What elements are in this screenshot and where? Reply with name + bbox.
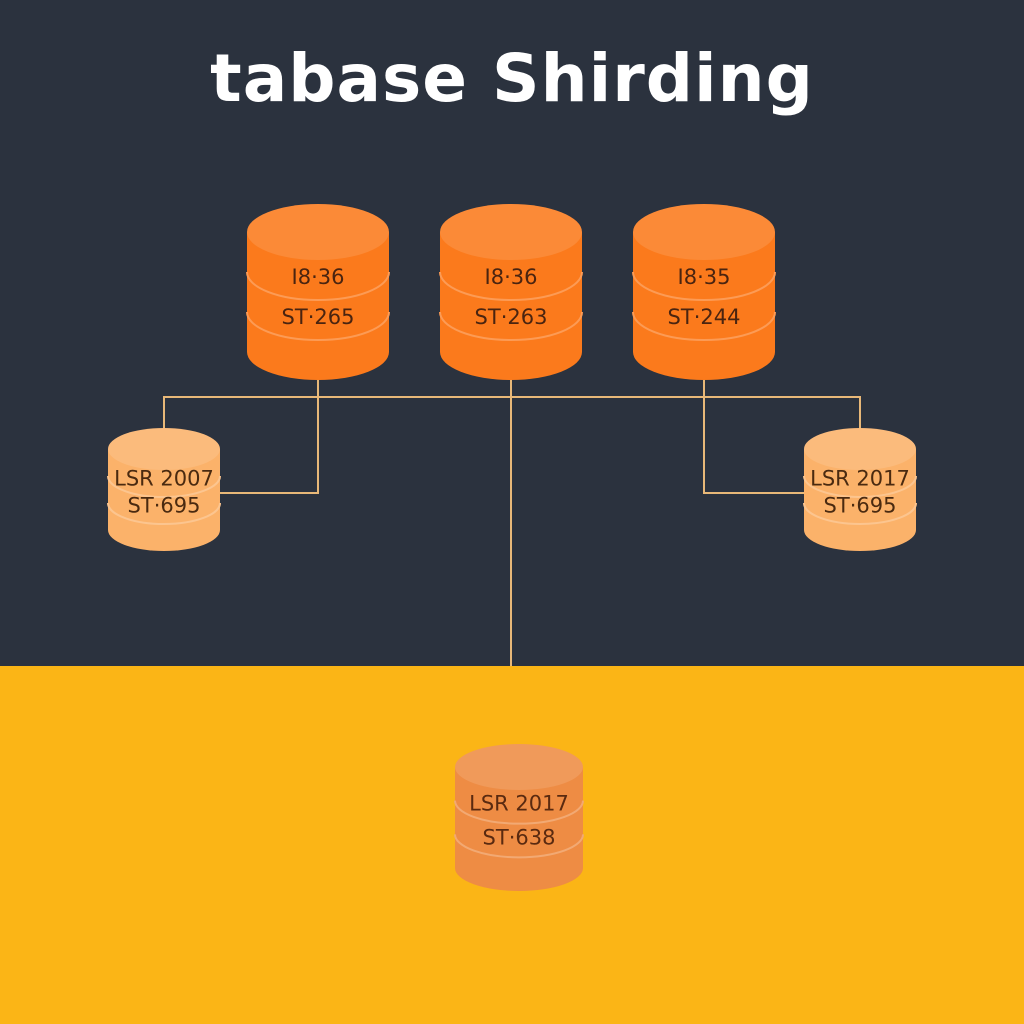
connector-right <box>703 380 804 494</box>
cylinder-top <box>804 428 916 470</box>
db-label-line1: LSR 2017 <box>469 792 569 816</box>
cylinder-band <box>107 502 221 525</box>
db-label-line1: LSR 2017 <box>810 466 910 490</box>
cylinder-band <box>632 271 776 301</box>
connectors <box>163 380 861 666</box>
cylinder-top <box>455 744 583 790</box>
db-label-line2: ST·695 <box>824 493 897 517</box>
cylinder-band <box>454 834 584 859</box>
cylinder-top <box>108 428 220 470</box>
cylinder-body <box>455 767 583 891</box>
connector-left <box>220 380 319 494</box>
db-label-line1: I8·36 <box>292 265 345 289</box>
cylinder-body <box>804 449 916 551</box>
cylinder-band <box>632 311 776 341</box>
cylinder-body <box>440 232 582 380</box>
cylinder-top <box>247 204 389 260</box>
cylinder-band <box>107 475 221 498</box>
cylinder-band <box>454 800 584 825</box>
db-label-line2: ST·244 <box>668 305 741 329</box>
cylinder-band <box>246 271 390 301</box>
cylinder-band <box>439 311 583 341</box>
cylinder-band <box>246 311 390 341</box>
db-label-line2: ST·263 <box>475 305 548 329</box>
db-label-line2: ST·265 <box>282 305 355 329</box>
cylinder-body <box>633 232 775 380</box>
cylinder-body <box>108 449 220 551</box>
db-label-line1: I8·35 <box>678 265 731 289</box>
cylinder-top <box>440 204 582 260</box>
diagram-title: tabase Shirding <box>210 40 814 117</box>
cylinder-band <box>439 271 583 301</box>
cylinder-body <box>247 232 389 380</box>
db-label-line1: LSR 2007 <box>114 466 214 490</box>
cylinder-band <box>803 475 917 498</box>
db-label-line1: I8·36 <box>485 265 538 289</box>
db-label-line2: ST·695 <box>128 493 201 517</box>
cylinder-top <box>633 204 775 260</box>
cylinder-band <box>803 502 917 525</box>
db-label-line2: ST·638 <box>483 825 556 849</box>
